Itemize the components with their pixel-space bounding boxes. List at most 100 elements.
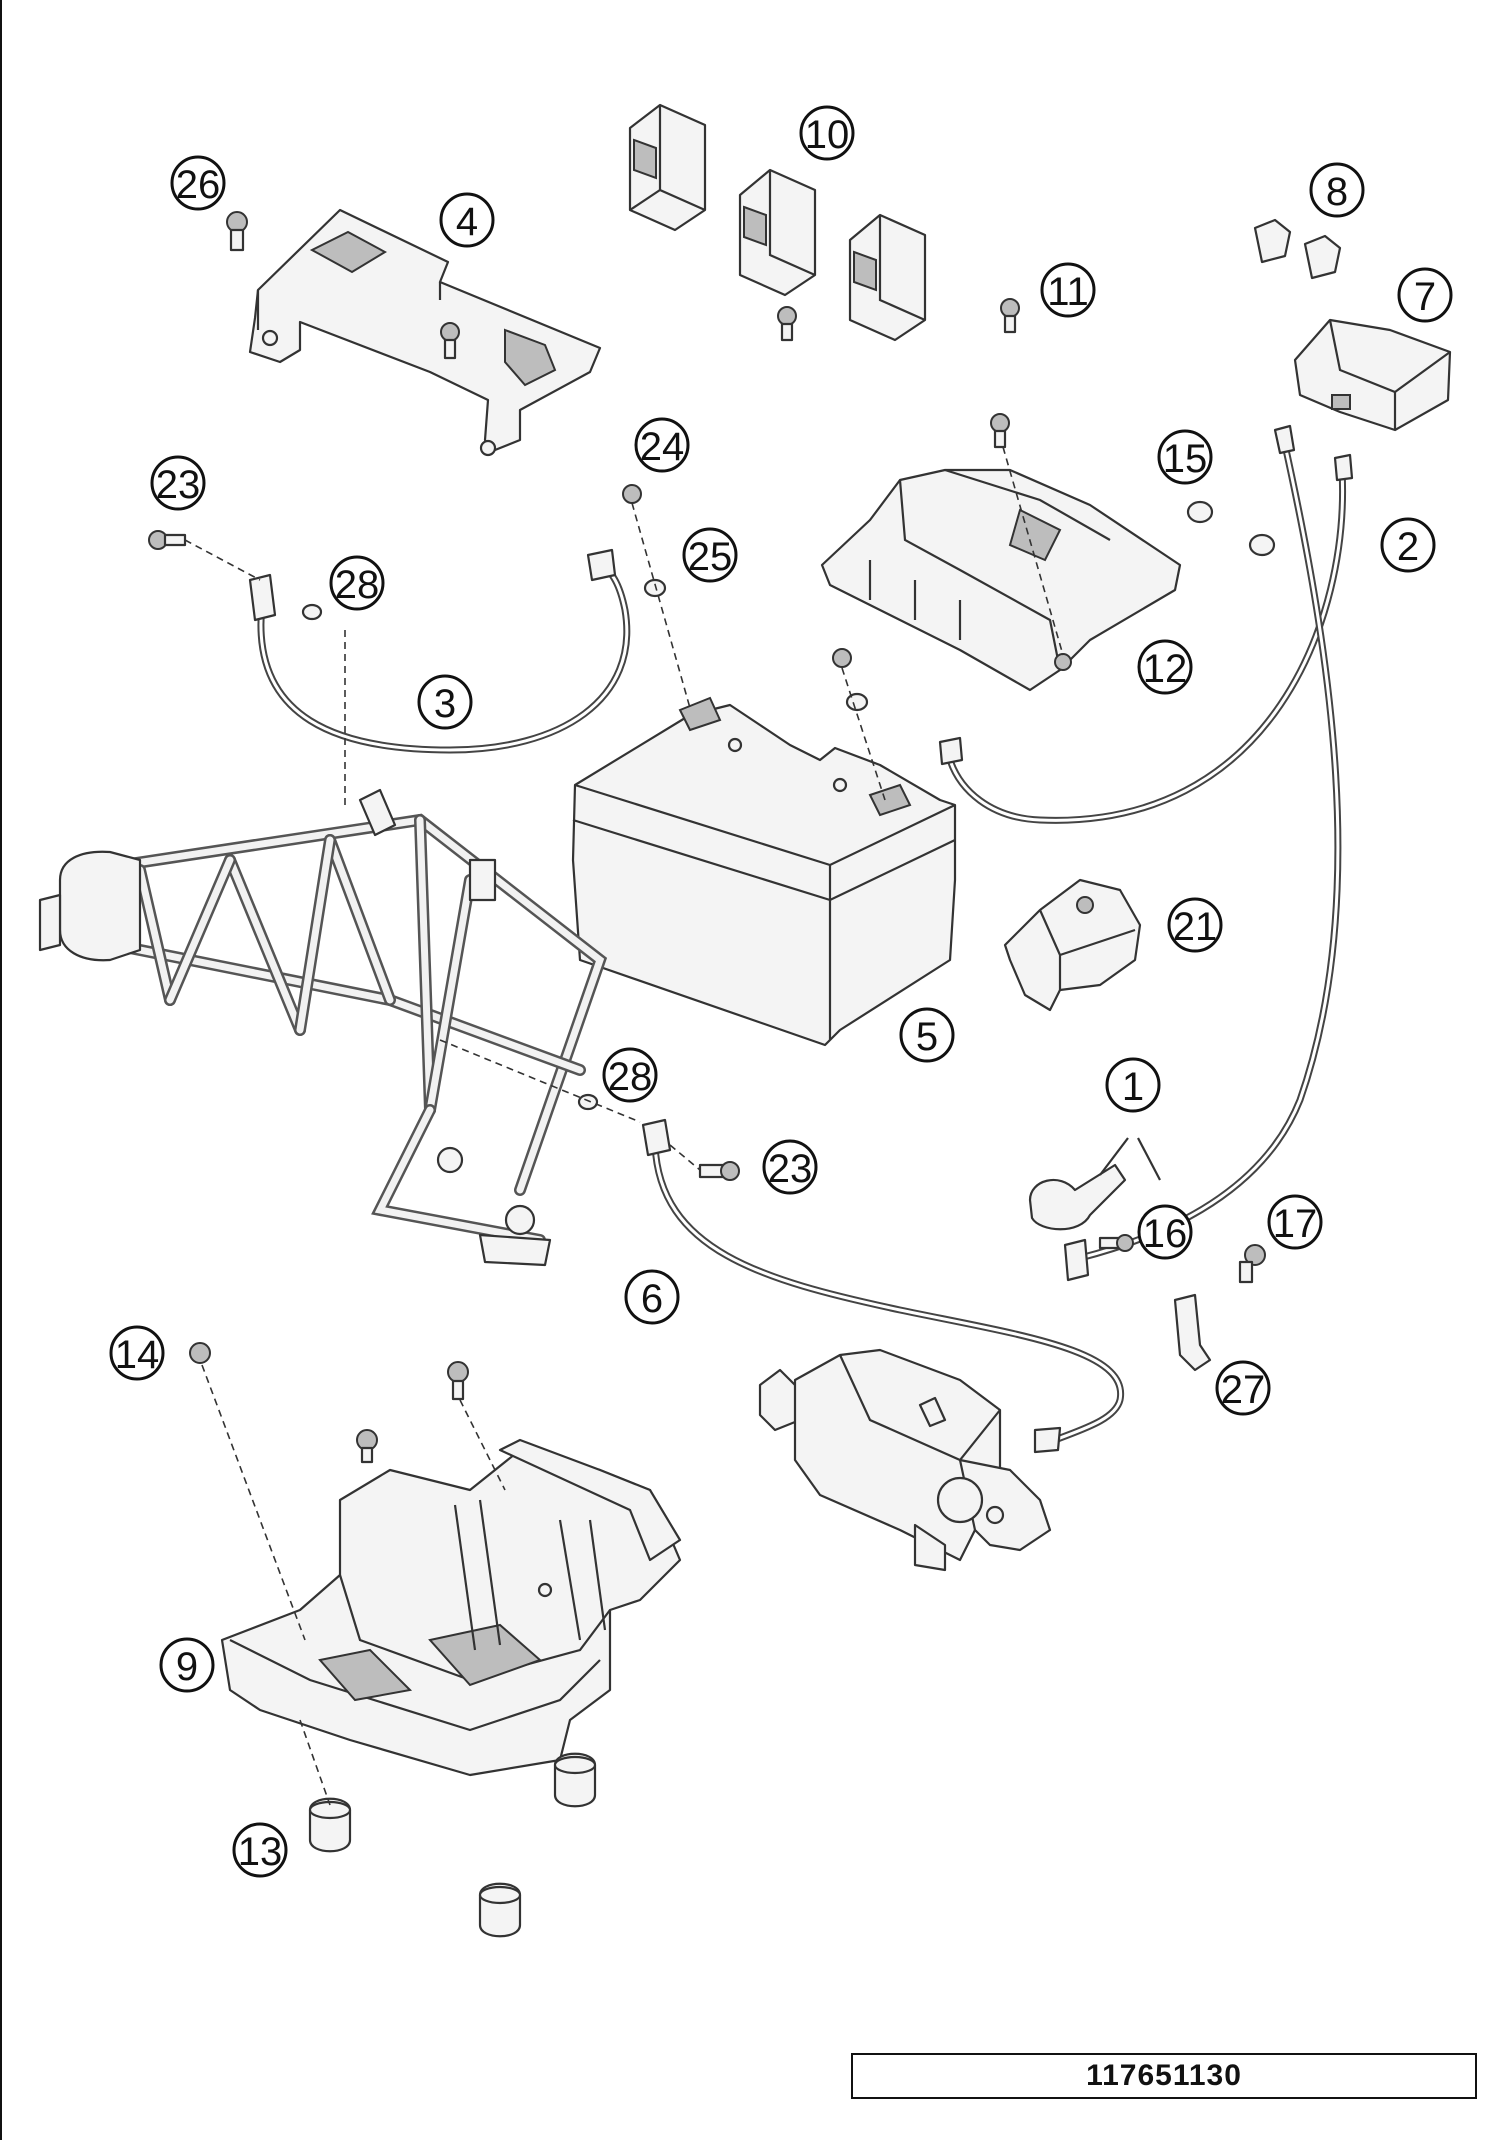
leader-label-1-b bbox=[1137, 1137, 1161, 1181]
callout-5: 5 bbox=[899, 1007, 955, 1063]
callout-23-top-text: 23 bbox=[156, 463, 201, 507]
part-bolt-23-mid bbox=[698, 1161, 740, 1181]
part-starter-relay bbox=[1293, 318, 1452, 432]
callout-11-text: 11 bbox=[1047, 270, 1089, 314]
part-bolt-26 bbox=[226, 211, 248, 252]
callout-8: 8 bbox=[1309, 162, 1365, 218]
guide-nut-14 bbox=[201, 1364, 306, 1641]
guide-nut-tray-right bbox=[459, 1399, 506, 1491]
part-battery-tray bbox=[220, 1438, 682, 1777]
part-nut-24 bbox=[622, 484, 642, 504]
callout-10-text: 10 bbox=[805, 113, 850, 157]
part-nut-tray-right bbox=[447, 1361, 469, 1401]
callout-28-top-text: 28 bbox=[335, 563, 380, 607]
part-nut-battery-neg bbox=[832, 648, 869, 712]
part-screw-relay bbox=[777, 306, 797, 342]
guide-damper-13 bbox=[299, 1719, 331, 1806]
callout-23-mid-text: 23 bbox=[768, 1147, 813, 1191]
guide-nut-24 bbox=[631, 502, 691, 709]
part-nut-tray-middle bbox=[356, 1429, 378, 1464]
part-battery bbox=[571, 696, 957, 1047]
guide-bolt-23-mid bbox=[669, 1144, 701, 1171]
callout-2-text: 2 bbox=[1397, 525, 1419, 569]
callout-23-mid: 23 bbox=[762, 1139, 818, 1195]
part-cover-21 bbox=[1003, 878, 1142, 1012]
callout-7: 7 bbox=[1397, 267, 1453, 323]
callout-26-text: 26 bbox=[176, 163, 221, 207]
callout-3: 3 bbox=[417, 674, 473, 730]
part-number-box: 117651130 bbox=[851, 2053, 1477, 2099]
part-bolt-17 bbox=[1238, 1244, 1266, 1284]
callout-6: 6 bbox=[624, 1269, 680, 1325]
callout-15-text: 15 bbox=[1163, 437, 1208, 481]
leader-label-1-a bbox=[1099, 1137, 1129, 1176]
callout-8-text: 8 bbox=[1326, 170, 1348, 214]
part-cable-2 bbox=[938, 453, 1354, 824]
callout-2: 2 bbox=[1380, 517, 1436, 573]
part-bolt-23-top bbox=[148, 530, 187, 550]
callout-16-text: 16 bbox=[1143, 1212, 1188, 1256]
callout-3-text: 3 bbox=[434, 682, 456, 726]
guide-cover-screw bbox=[1002, 446, 1064, 656]
callout-17: 17 bbox=[1267, 1194, 1323, 1250]
callout-1-text: 1 bbox=[1122, 1065, 1144, 1109]
part-bolt-16 bbox=[1098, 1234, 1134, 1252]
callout-17-text: 17 bbox=[1273, 1202, 1318, 1246]
callout-28-top: 28 bbox=[329, 555, 385, 611]
callout-26: 26 bbox=[170, 155, 226, 211]
part-screw-cover bbox=[990, 413, 1010, 449]
callout-9: 9 bbox=[159, 1637, 215, 1693]
callout-24: 24 bbox=[634, 417, 690, 473]
callout-11: 11 bbox=[1040, 262, 1096, 318]
callout-28-mid: 28 bbox=[602, 1047, 658, 1103]
callout-27: 27 bbox=[1215, 1360, 1271, 1416]
part-plate-27 bbox=[1173, 1293, 1212, 1372]
callout-16: 16 bbox=[1137, 1204, 1193, 1260]
guide-bolt-23-top bbox=[184, 539, 261, 581]
part-battery-cover bbox=[820, 468, 1182, 692]
callout-28-mid-text: 28 bbox=[608, 1055, 653, 1099]
part-cable-3 bbox=[248, 548, 631, 754]
part-terminal-cap bbox=[1028, 1163, 1127, 1231]
part-fuses bbox=[1253, 218, 1342, 280]
part-nut-14 bbox=[189, 1342, 211, 1364]
callout-15: 15 bbox=[1157, 429, 1213, 485]
callout-12: 12 bbox=[1137, 639, 1193, 695]
part-dampers-13 bbox=[308, 1752, 597, 1938]
callout-7-text: 7 bbox=[1414, 275, 1436, 319]
callout-21-text: 21 bbox=[1173, 905, 1218, 949]
callout-10: 10 bbox=[799, 105, 855, 161]
callout-4-text: 4 bbox=[456, 200, 478, 244]
part-relays bbox=[628, 103, 927, 342]
callout-25-text: 25 bbox=[688, 535, 733, 579]
part-washer-25 bbox=[643, 578, 667, 598]
callout-1: 1 bbox=[1105, 1057, 1161, 1113]
part-grommets-15 bbox=[1186, 500, 1276, 557]
part-starter-motor bbox=[758, 1348, 1052, 1572]
callout-4: 4 bbox=[439, 192, 495, 248]
part-washer-28-top bbox=[301, 603, 323, 621]
guide-washer-28-mid bbox=[439, 1039, 641, 1123]
part-cable-6 bbox=[641, 1118, 1125, 1454]
callout-13-text: 13 bbox=[238, 1830, 283, 1874]
callout-5-text: 5 bbox=[916, 1015, 938, 1059]
page-left-border bbox=[0, 0, 2, 2140]
callout-14: 14 bbox=[109, 1325, 165, 1381]
callout-25: 25 bbox=[682, 527, 738, 583]
part-washer-28-mid bbox=[577, 1093, 599, 1111]
part-number: 117651130 bbox=[1086, 2059, 1242, 2092]
callout-14-text: 14 bbox=[115, 1333, 160, 1377]
callout-27-text: 27 bbox=[1221, 1368, 1266, 1412]
callout-13: 13 bbox=[232, 1822, 288, 1878]
callout-9-text: 9 bbox=[176, 1645, 198, 1689]
callout-23-top: 23 bbox=[150, 455, 206, 511]
part-nut-bracket bbox=[440, 322, 460, 360]
callout-12-text: 12 bbox=[1143, 647, 1188, 691]
part-frame bbox=[38, 788, 608, 1267]
part-battery-bracket bbox=[248, 208, 602, 457]
callout-21: 21 bbox=[1167, 897, 1223, 953]
part-screw-11 bbox=[1000, 298, 1020, 334]
callout-6-text: 6 bbox=[641, 1277, 663, 1321]
callout-24-text: 24 bbox=[640, 425, 685, 469]
